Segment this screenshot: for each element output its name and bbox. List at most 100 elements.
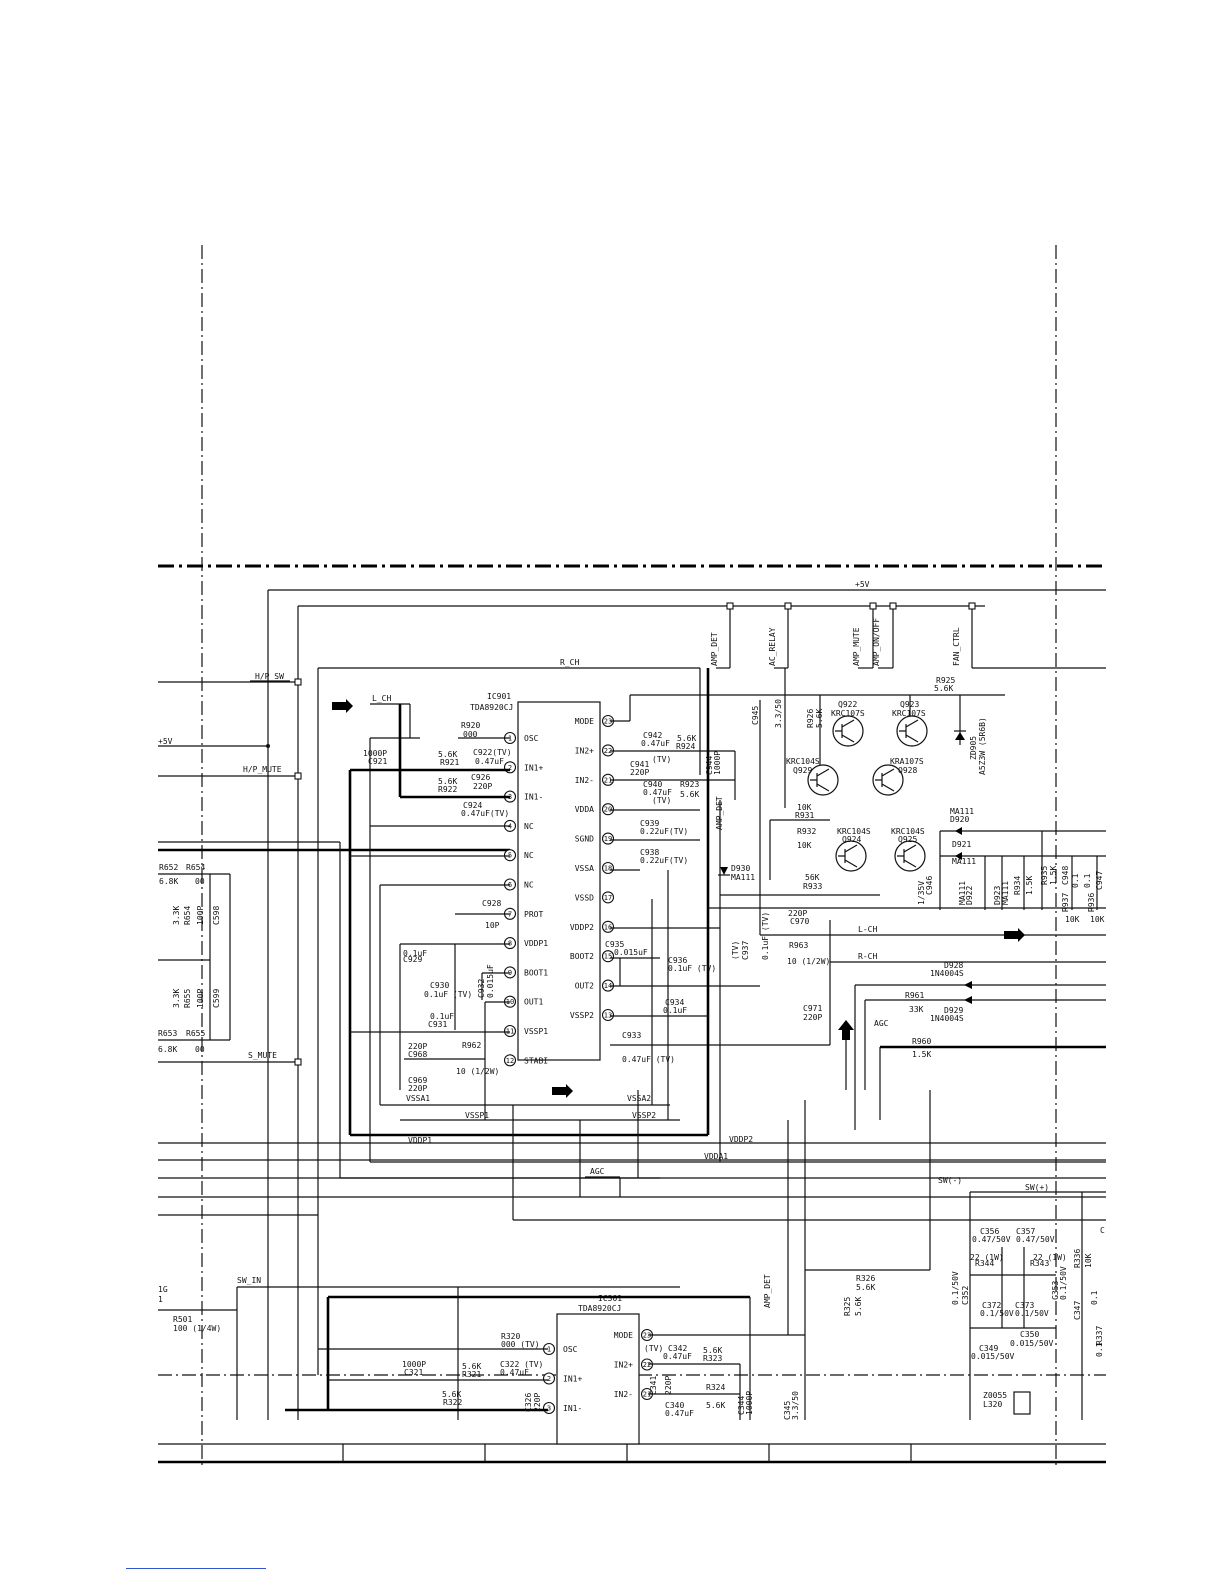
c921-value: 1000P (363, 749, 387, 758)
output-section: 220P C970 C937 0.1uF (TV) (TV) R963 10 (… (731, 909, 1106, 1130)
left-bank: R652 6.8K R654 00 R654 3.3K C598 100P R6… (158, 863, 237, 1333)
q924-value: KRC104S (837, 827, 871, 836)
d921-ref: D921 (952, 840, 971, 849)
ic901-pin-2-number: 2 (508, 764, 512, 772)
r323-ref: R323 (703, 1354, 722, 1363)
ic901-pin-12 (503, 1054, 517, 1067)
ic301-pin-2-number: 2 (547, 1375, 551, 1383)
q929-ref: Q929 (793, 766, 812, 775)
ic901-pin-8-name: VDDP1 (524, 939, 548, 948)
connector-ac-relay: AC_RELAY (768, 627, 777, 666)
net-amp-det-v: AMP_DET (715, 796, 724, 830)
r336-ref-render: R336 (1073, 1249, 1082, 1268)
r926-value: 5.6K (815, 709, 824, 728)
c940-ref: C940 (643, 780, 662, 789)
c932-ref: C932 (477, 979, 486, 998)
c349-value: 0.015/50V (971, 1352, 1015, 1361)
net-vddp1: VDDP1 (408, 1136, 432, 1145)
r961-ref: R961 (905, 991, 924, 1000)
d922-ref: D922 (965, 886, 974, 905)
ic301-ref: IC301 (598, 1294, 622, 1303)
c373-value: 0.1/50V (1015, 1309, 1049, 1318)
c340-ref: C340 (665, 1401, 684, 1410)
tv-4: (TV) (652, 796, 671, 805)
q929-symbol (807, 764, 839, 796)
ic301-wiring: R320 000 (TV) 1000P C321 5.6K R321 C322 … (285, 1287, 805, 1420)
r326-ref: R326 (856, 1274, 875, 1283)
r653-ref: R653 (158, 1029, 177, 1038)
r936-ref: R936 (1087, 893, 1096, 912)
ic901-pin-2-name: IN1+ (524, 763, 543, 772)
l-ch2-arrow-icon (1004, 928, 1025, 942)
zd905-value: A5Z3W (5R6B) (978, 717, 987, 775)
q928-value: KRA107S (890, 757, 924, 766)
c928-value: 10P (485, 921, 500, 930)
c372-ref: C372 (982, 1301, 1001, 1310)
c936-ref: C936 (668, 956, 687, 965)
c345-ref: C345 (783, 1401, 792, 1420)
r934-value: 1.5K (1025, 876, 1034, 895)
ic901-right-component-labels: C942 0.47uF 5.6K R924 (TV) C941 220P C94… (630, 731, 722, 777)
r323-value: 5.6K (703, 1346, 722, 1355)
r963-ref: R963 (789, 941, 808, 950)
c599-ref: C599 (212, 989, 221, 1008)
sheet-frame (158, 245, 1106, 1465)
c926-value: 220P (473, 782, 492, 791)
r926-ref: R926 (806, 709, 815, 728)
r962-value: 10 (1/2W) (456, 1067, 499, 1076)
r320-ref: R320 (501, 1332, 520, 1341)
l-ch-arrow-icon (332, 699, 353, 713)
ic901-part: TDA8920CJ (470, 703, 513, 712)
left-nets: H/P_SW R_CH L_CH +5V H/P_MUTE S_MUTE SW_… (158, 658, 1106, 1420)
c940-value: 0.47uF (643, 788, 672, 797)
ic901-pin-12-name: STABI (524, 1056, 548, 1065)
signal-arrow-icon (552, 1084, 573, 1098)
r922-value: 5.6K (438, 777, 457, 786)
c932-value: 0.015uF (486, 964, 495, 998)
tv-2: (TV) (731, 941, 740, 960)
c326-ref: C326 (524, 1393, 533, 1412)
c921-ref: C921 (368, 757, 387, 766)
c347-value-render: 0.1 (1090, 1290, 1099, 1305)
d930-ref: D930 (731, 864, 750, 873)
r924-ref-shown: R924 (676, 742, 695, 751)
c935-value: 0.015uF (614, 948, 648, 957)
q922-symbol (832, 715, 864, 747)
ic301-pin-22-number: 22 (643, 1361, 651, 1369)
ic901-pin-11 (503, 1024, 517, 1038)
ic901-pin-20 (601, 803, 615, 816)
ic301-pin-2 (542, 1372, 556, 1385)
ic301-pin-2-name: IN1+ (563, 1375, 582, 1384)
c970-value: 220P (788, 909, 807, 918)
c933-ref: C933 (622, 1031, 641, 1040)
r654-ref: R654 (183, 906, 192, 925)
r655-ref: R655 (183, 989, 192, 1008)
q924-symbol (835, 840, 867, 872)
c599-value: 100P (196, 989, 205, 1008)
c598-ref: C598 (212, 906, 221, 925)
c969-ref: C969 (408, 1076, 427, 1085)
c930-value: 0.1uF (TV) (424, 990, 472, 999)
ic901-pin-21-number: 21 (604, 776, 612, 784)
net-amp-det-bottom: AMP_DET (763, 1274, 772, 1308)
q925-ref: Q925 (898, 835, 917, 844)
ic901-pin-16-name: VDDP2 (570, 923, 594, 932)
c944-ref-shown: C944 (705, 756, 714, 775)
ic901-pin-20-name: VDDA (575, 805, 594, 814)
r654a-ref: R654 (186, 863, 205, 872)
r961-value: 33K (909, 1005, 924, 1014)
c970-ref: C970 (790, 917, 809, 926)
ic901-pin-21-name: IN2- (575, 776, 594, 785)
r921-ref: R921 (440, 758, 459, 767)
net-r-ch: R_CH (560, 658, 579, 667)
c357-ref: C357 (1016, 1227, 1035, 1236)
d928-ref: D928 (944, 961, 963, 970)
edge-components-visible: R336 10K C347 0.1 R337 0.1 C (1073, 1226, 1105, 1357)
c922-ref: C922(TV) (473, 748, 512, 757)
c941-value-shown: 220P (630, 768, 649, 777)
l320-value: L320 (983, 1400, 1002, 1409)
tv-3: (TV) (644, 1344, 663, 1353)
r923-ref: R923 (680, 780, 699, 789)
net-l-ch: L_CH (372, 694, 391, 703)
